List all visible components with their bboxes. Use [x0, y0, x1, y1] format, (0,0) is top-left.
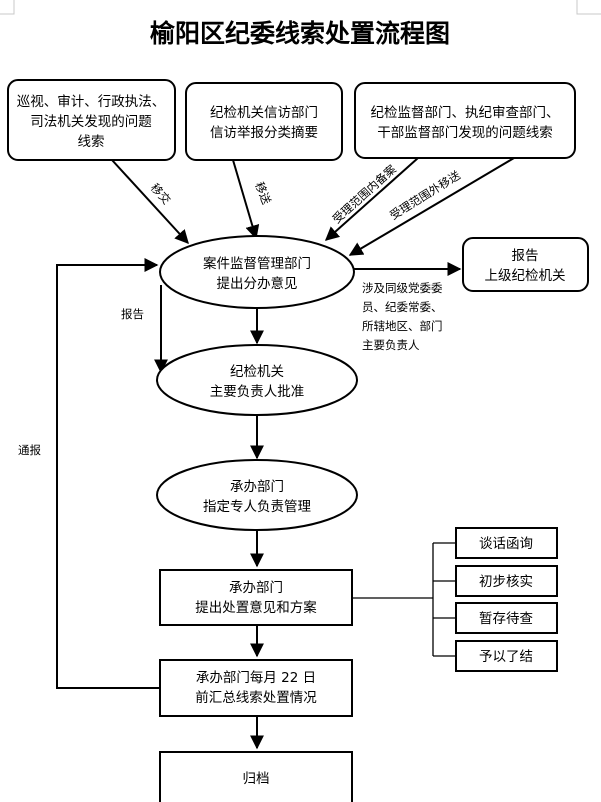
node-text-line: 归档: [243, 770, 270, 787]
side-note-line: 涉及同级党委委: [362, 281, 443, 295]
source-text-line: 巡视、审计、行政执法、: [17, 94, 166, 110]
crop-mark: [0, 0, 15, 15]
side-note-line: 主要负责人: [362, 338, 420, 352]
node-text-line: 上级纪检机关: [485, 268, 566, 284]
option-label: 初步核实: [479, 573, 533, 590]
page-title: 榆阳区纪委线索处置流程图: [150, 19, 450, 48]
node-text-line: 承办部门: [229, 580, 283, 596]
arrow-forward: [232, 159, 260, 240]
propose-box: 承办部门 提出处置意见和方案: [159, 569, 353, 626]
option-box: 暂存待查: [455, 602, 558, 634]
case-management-node: 案件监督管理部门 提出分办意见: [159, 235, 355, 309]
edge-label-notify: 通报: [18, 443, 41, 457]
source-text-line: 纪检监督部门、执纪审查部门、: [371, 105, 560, 121]
node-text-line: 报告: [512, 248, 539, 264]
summary-box: 承办部门每月 22 日 前汇总线索处置情况: [159, 659, 353, 717]
node-text-line: 指定专人负责管理: [203, 499, 311, 515]
source-text-line: 干部监督部门发现的问题线索: [377, 125, 553, 141]
arrow-out-scope: [348, 157, 515, 256]
option-box: 予以了结: [455, 640, 558, 672]
source-text-line: 线索: [78, 134, 105, 150]
source-box-petition: 纪检机关信访部门 信访举报分类摘要: [185, 82, 343, 161]
option-box: 谈话函询: [455, 527, 558, 559]
node-text-line: 提出分办意见: [217, 275, 298, 292]
approve-node: 纪检机关 主要负责人批准: [156, 344, 358, 416]
crop-mark: [576, 0, 601, 15]
node-text-line: 提出处置意见和方案: [195, 599, 317, 616]
source-box-supervision: 纪检监督部门、执纪审查部门、 干部监督部门发现的问题线索: [354, 82, 576, 159]
report-upper-box: 报告 上级纪检机关: [462, 237, 589, 292]
archive-box: 归档: [159, 751, 353, 802]
node-text-line: 主要负责人批准: [210, 384, 305, 400]
source-text-line: 司法机关发现的问题: [30, 114, 152, 130]
node-text-line: 承办部门: [230, 479, 284, 495]
arrow-filing: [324, 157, 419, 241]
source-text-line: 纪检机关信访部门: [210, 105, 318, 121]
edge-label-filing: 受理范围内备案: [330, 162, 400, 227]
edge-label-forward: 移送: [252, 180, 274, 207]
source-text-line: 信访举报分类摘要: [210, 124, 318, 141]
option-label: 暂存待查: [479, 611, 533, 627]
option-label: 谈话函询: [479, 536, 533, 552]
edge-label-report: 报告: [121, 307, 144, 321]
node-text-line: 承办部门每月 22 日: [196, 670, 316, 686]
node-text-line: 前汇总线索处置情况: [195, 689, 317, 706]
arrow-notify-loop: [56, 258, 160, 689]
source-box-inspection: 巡视、审计、行政执法、 司法机关发现的问题 线索: [7, 79, 176, 161]
option-box: 初步核实: [455, 565, 558, 597]
node-text-line: 纪检机关: [230, 364, 284, 380]
side-note-line: 员、纪委常委、: [362, 300, 443, 314]
option-label: 予以了结: [479, 649, 533, 665]
node-text-line: 案件监督管理部门: [203, 255, 311, 272]
side-note-line: 所辖地区、部门: [362, 319, 443, 333]
assign-node: 承办部门 指定专人负责管理: [156, 459, 358, 531]
arrow-transfer: [111, 159, 189, 245]
